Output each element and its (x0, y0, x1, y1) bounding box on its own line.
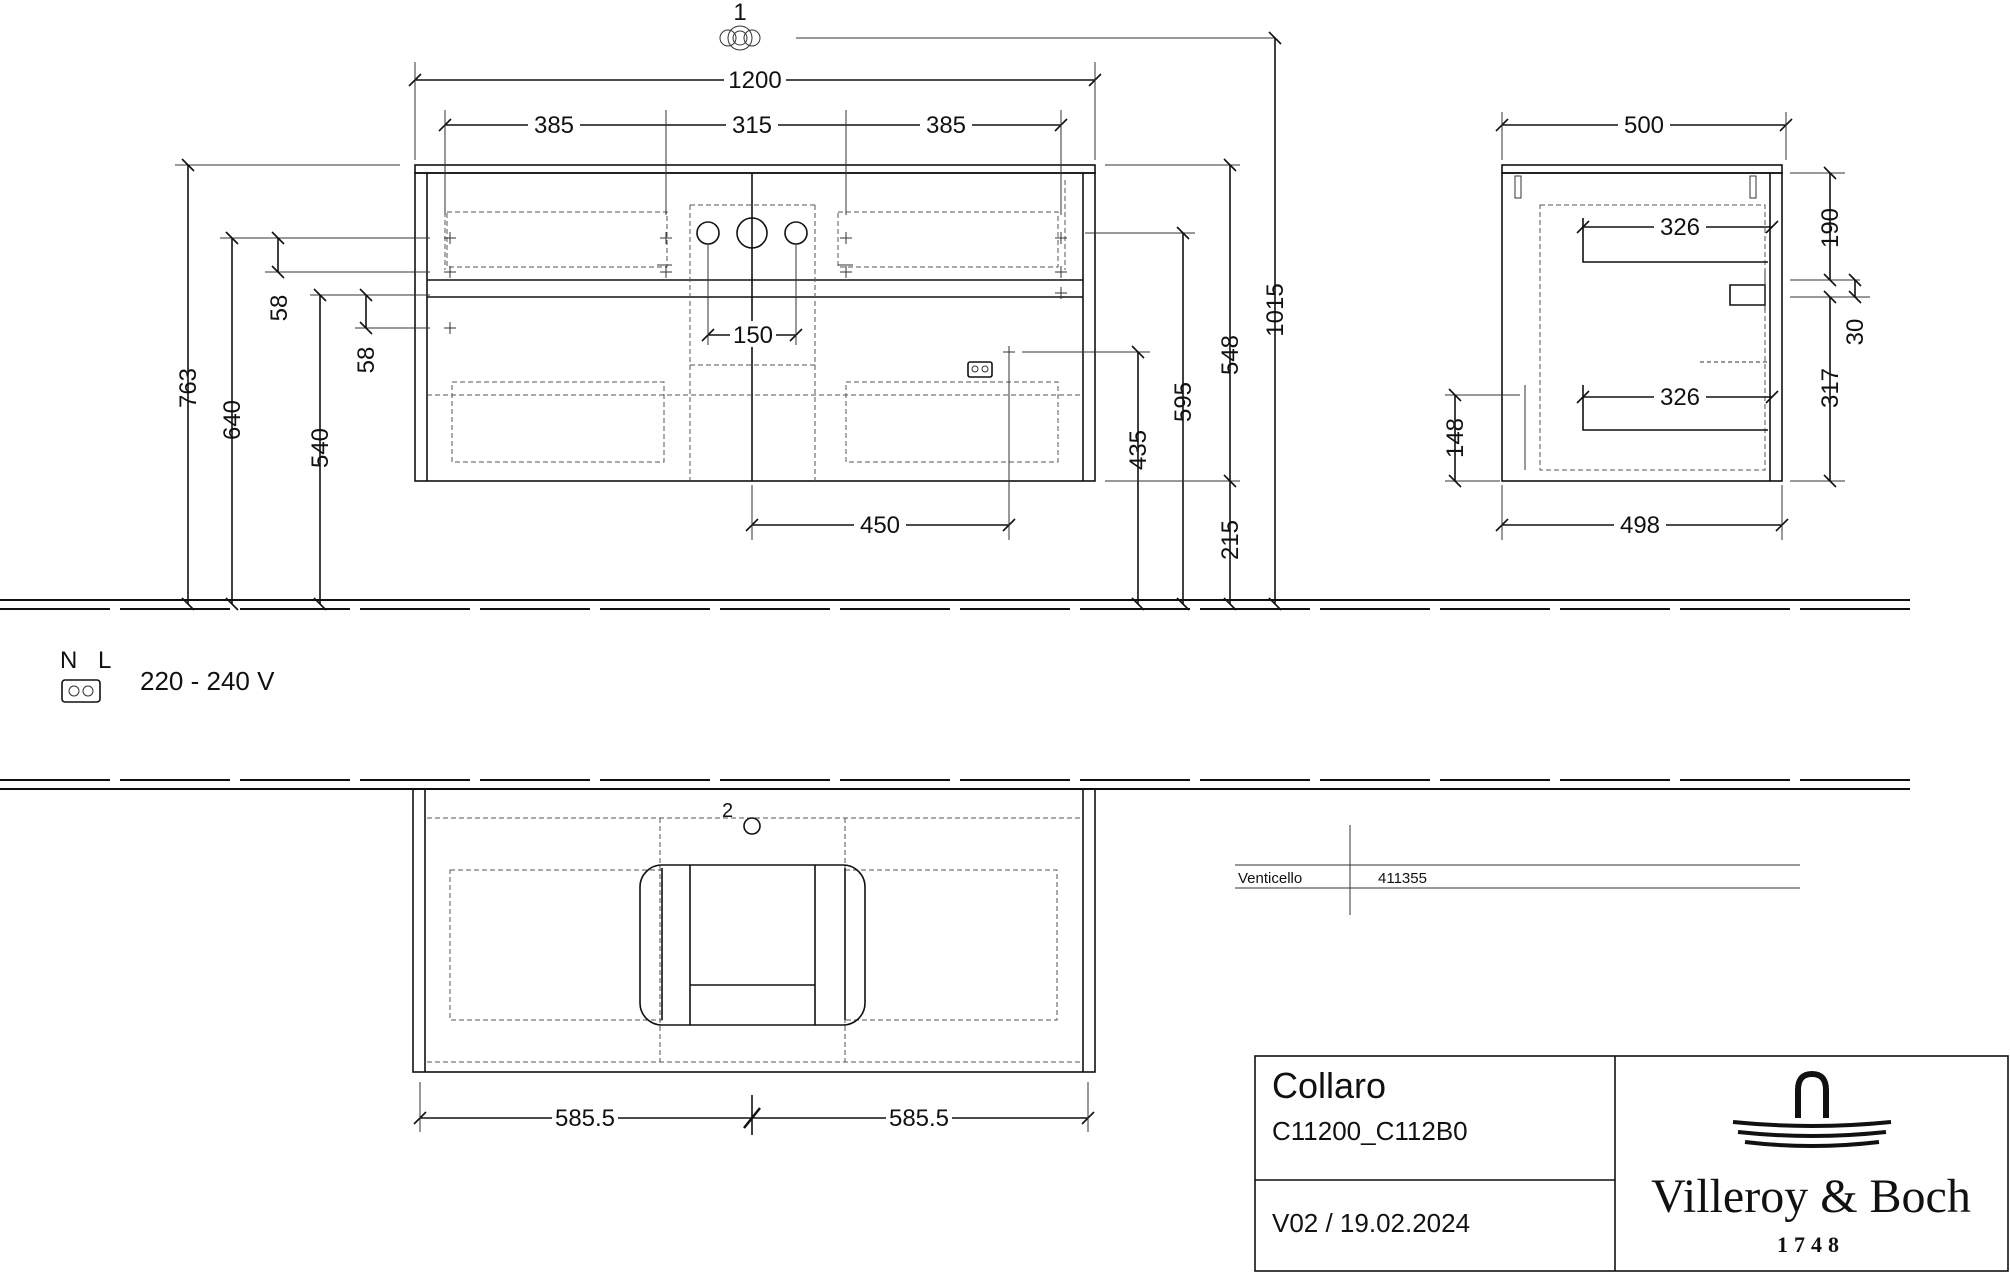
dim-height-640: 640 (219, 400, 246, 440)
dim-height-58b: 58 (353, 347, 380, 374)
socket-legend-icon (61, 679, 101, 703)
cabinet-body (414, 172, 1096, 482)
hole-left (696, 221, 720, 245)
dim-width-150: 150 (733, 322, 773, 349)
dim-height-548: 548 (1217, 335, 1244, 375)
dim-depth-500: 500 (1624, 112, 1664, 139)
neutral-label: N (60, 647, 77, 674)
dim-width-right: 385 (926, 112, 966, 139)
dim-plan-right: 585.5 (889, 1105, 949, 1132)
mounting-marks (444, 232, 1067, 358)
basin-outline (639, 864, 866, 1026)
dim-height-30: 30 (1842, 319, 1869, 346)
tap-hole-icon (743, 817, 761, 835)
product-code: C11200_C112B0 (1272, 1116, 1468, 1146)
dim-drawer-326a: 326 (1660, 214, 1700, 241)
dim-height-435: 435 (1125, 430, 1152, 470)
dim-height-148: 148 (1442, 418, 1469, 458)
dim-height-595: 595 (1170, 382, 1197, 422)
voltage-label: 220 - 240 V (140, 666, 275, 696)
dim-height-215: 215 (1217, 520, 1244, 560)
socket-icon (967, 361, 993, 378)
countertop (414, 164, 1096, 174)
dim-width-total: 1200 (728, 67, 781, 94)
dim-width-450: 450 (860, 512, 900, 539)
brand-year: 1748 (1777, 1232, 1845, 1257)
dim-width-mid: 315 (732, 112, 772, 139)
front-view: 1200 385 315 385 1 763 640 58 (175, 0, 1289, 611)
wall-line (0, 779, 1910, 790)
outlet-symbol-icon (719, 25, 761, 51)
dim-height-1015: 1015 (1262, 283, 1289, 336)
accessory-number: 411355 (1378, 870, 1427, 887)
dim-drawer-326b: 326 (1660, 384, 1700, 411)
accessory-table: Venticello 411355 (1235, 825, 1800, 915)
brand-logo-icon (1732, 1070, 1892, 1148)
power-legend: N L 220 - 240 V (60, 647, 275, 703)
hole-right (784, 221, 808, 245)
version-date: V02 / 19.02.2024 (1272, 1208, 1470, 1238)
ref-2-label: 2 (722, 800, 733, 822)
hole-center (736, 217, 768, 249)
live-label: L (98, 647, 111, 674)
dim-height-763: 763 (175, 368, 202, 408)
top-view: 2 585.5 585.5 (412, 788, 1096, 1135)
dim-height-317: 317 (1817, 368, 1844, 408)
floor-line-upper (0, 599, 1910, 610)
dim-width-left: 385 (534, 112, 574, 139)
dim-plan-left: 585.5 (555, 1105, 615, 1132)
title-block: Collaro C11200_C112B0 V02 / 19.02.2024 V… (1254, 1055, 2009, 1272)
dim-height-540: 540 (307, 428, 334, 468)
ref-1-label: 1 (733, 0, 746, 26)
dim-height-58a: 58 (266, 295, 293, 322)
side-view: 500 326 326 498 190 30 317 148 (1442, 111, 1870, 540)
brand-name: Villeroy & Boch (1651, 1170, 1971, 1223)
product-name: Collaro (1272, 1065, 1386, 1106)
accessory-name: Venticello (1238, 870, 1302, 887)
dim-depth-498: 498 (1620, 512, 1660, 539)
dim-height-190: 190 (1817, 208, 1844, 248)
